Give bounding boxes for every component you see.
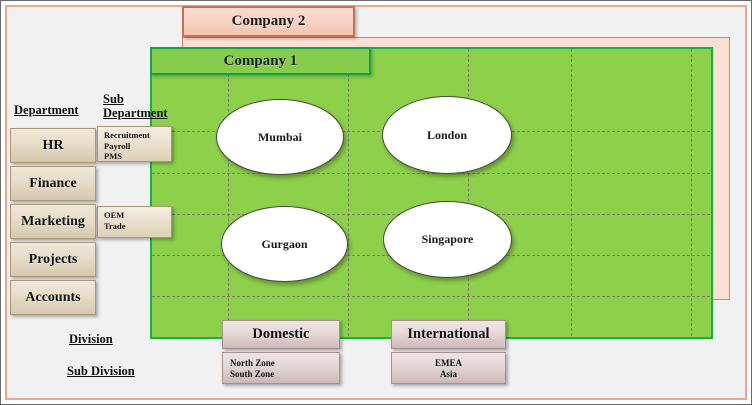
division-sub-box-international[interactable]: EMEA Asia — [391, 352, 506, 384]
division-box-international[interactable]: International — [391, 320, 506, 349]
sub-department-box-marketing[interactable]: OEM Trade — [97, 206, 172, 238]
department-box-hr[interactable]: HR — [10, 128, 96, 163]
company-tab-company2[interactable]: Company 2 — [182, 6, 355, 37]
company-tab-company1[interactable]: Company 1 — [150, 47, 371, 75]
department-box-marketing[interactable]: Marketing — [10, 204, 96, 239]
location-node-singapore[interactable]: Singapore — [383, 201, 512, 278]
grid-line-vertical — [228, 49, 229, 337]
division-box-domestic[interactable]: Domestic — [222, 320, 340, 349]
department-box-finance[interactable]: Finance — [10, 166, 96, 201]
sub-department-box-hr[interactable]: Recruitment Payroll PMS — [97, 126, 172, 162]
division-sub-box-domestic[interactable]: North Zone South Zone — [222, 352, 340, 384]
sub-department-column-label: Sub Department — [103, 92, 168, 120]
location-node-mumbai[interactable]: Mumbai — [216, 99, 344, 175]
division-row-label: Division — [69, 332, 113, 346]
location-node-gurgaon[interactable]: Gurgaon — [221, 206, 348, 282]
department-box-accounts[interactable]: Accounts — [10, 280, 96, 315]
sub-division-row-label: Sub Division — [67, 364, 135, 378]
grid-line-vertical — [468, 49, 469, 337]
company1-panel[interactable] — [150, 47, 713, 339]
department-box-projects[interactable]: Projects — [10, 242, 96, 277]
location-node-london[interactable]: London — [382, 96, 512, 174]
grid-line-vertical — [571, 49, 572, 337]
grid-line-horizontal — [152, 296, 711, 297]
grid-line-vertical — [348, 49, 349, 337]
grid-line-vertical — [691, 49, 692, 337]
department-column-label: Department — [14, 103, 79, 117]
